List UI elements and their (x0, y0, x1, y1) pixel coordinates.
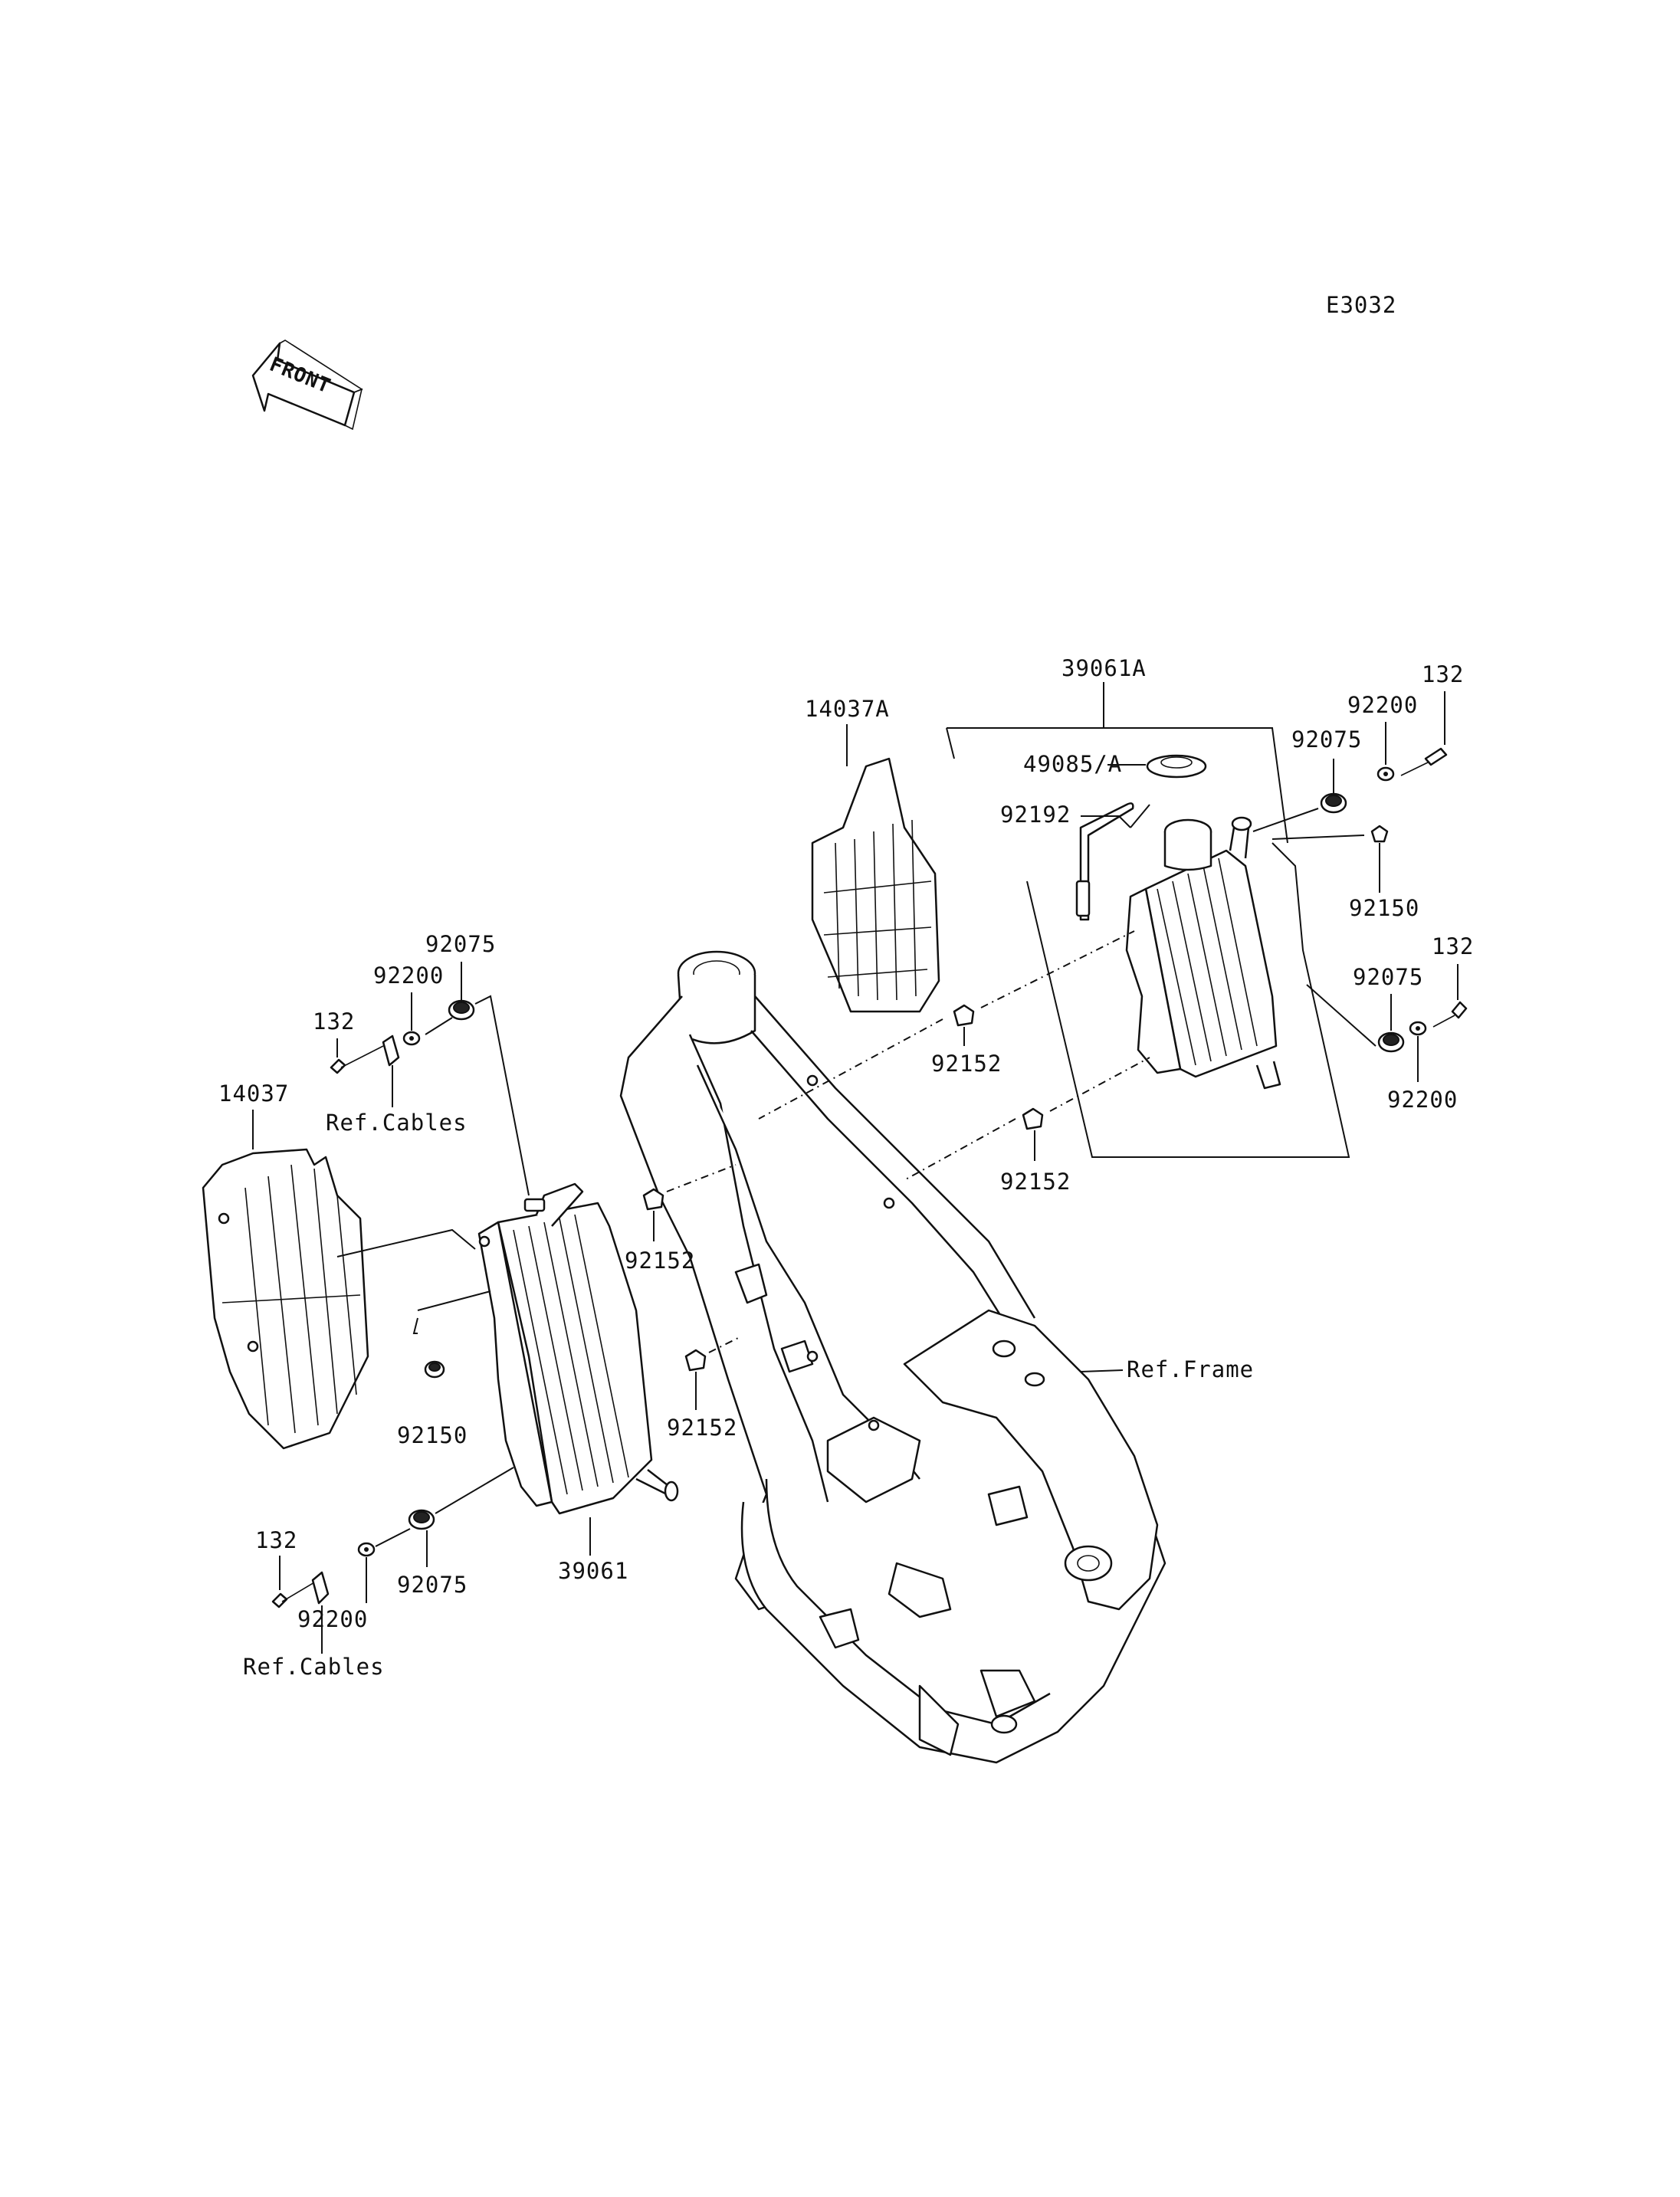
label-132-ll: 132 (255, 1527, 297, 1553)
label-92075-ur: 92075 (1291, 726, 1362, 753)
label-132-ur: 132 (1422, 661, 1464, 687)
bolt-132-ll (271, 1571, 330, 1608)
label-39061: 39061 (558, 1558, 628, 1584)
label-49085A: 49085/A (1023, 751, 1122, 777)
label-132-ul: 132 (313, 1008, 355, 1035)
washer-92200-r (1409, 1021, 1427, 1036)
diagram-code: E3032 (1326, 292, 1396, 318)
grommet-92075-ll (408, 1509, 435, 1530)
label-14037: 14037 (218, 1080, 289, 1107)
hose-92192 (1075, 802, 1134, 921)
label-92075-ul: 92075 (425, 931, 496, 957)
front-arrow-icon: FRONT (251, 339, 363, 431)
bolt-132-ur (1400, 747, 1448, 776)
bolt-92152-r1 (953, 1004, 975, 1027)
radiator-left (477, 1182, 679, 1515)
label-92152-r1: 92152 (931, 1051, 1002, 1077)
label-92075-ll: 92075 (397, 1572, 468, 1598)
bolt-132-r (1432, 1001, 1468, 1028)
bolt-92152-l2 (684, 1349, 707, 1372)
radiator-guard-right (811, 757, 940, 1013)
label-92192: 92192 (1000, 802, 1071, 828)
frame-drawing (619, 950, 1166, 1764)
washer-92200-ul (402, 1031, 421, 1046)
radiator-guard-left (202, 1148, 369, 1450)
label-92152-l2: 92152 (667, 1415, 737, 1441)
label-39061A: 39061A (1061, 655, 1147, 681)
label-92152-l1: 92152 (625, 1248, 695, 1274)
ref-cables-lower: Ref.Cables (243, 1654, 385, 1680)
label-92200-ll: 92200 (297, 1606, 368, 1632)
grommet-92075-ul (448, 999, 475, 1021)
nut-92150-right (1370, 825, 1389, 843)
label-92150-left: 92150 (397, 1422, 468, 1448)
label-14037A: 14037A (805, 696, 890, 722)
bolt-92152-r2 (1022, 1107, 1044, 1130)
grommet-92075-r (1377, 1031, 1405, 1053)
washer-92200-ll (357, 1542, 376, 1557)
grommet-92075-ur (1320, 792, 1347, 814)
label-92152-r2: 92152 (1000, 1169, 1071, 1195)
label-92200-ul: 92200 (373, 962, 444, 989)
ref-cables-upper: Ref.Cables (326, 1110, 468, 1136)
label-132-r: 132 (1432, 933, 1474, 959)
radiator-right (1125, 754, 1281, 1090)
label-92200-r: 92200 (1387, 1087, 1458, 1113)
label-92150-right: 92150 (1349, 895, 1419, 921)
washer-92200-ur (1376, 766, 1395, 782)
label-92075-r: 92075 (1353, 964, 1423, 990)
ref-frame-label: Ref.Frame (1127, 1356, 1254, 1382)
bolt-92152-l1 (642, 1188, 664, 1211)
label-92200-ur: 92200 (1347, 692, 1418, 718)
nut-92150-left (424, 1360, 445, 1379)
bolt-132-ul (330, 1035, 400, 1074)
